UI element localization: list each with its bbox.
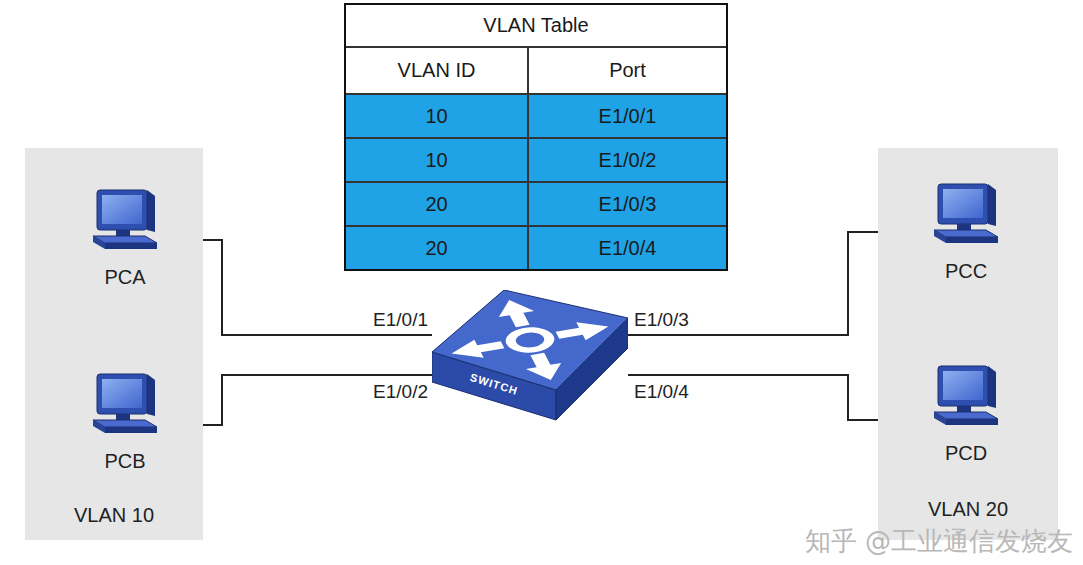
table-header: Port xyxy=(528,47,727,94)
pc-label: PCB xyxy=(65,450,185,473)
table-cell: E1/0/1 xyxy=(528,94,727,138)
pc-node: PCB xyxy=(85,370,165,478)
pc-icon xyxy=(926,180,1006,248)
table-cell: 10 xyxy=(345,94,528,138)
pc-node: PCA xyxy=(85,186,165,294)
table-title: VLAN Table xyxy=(345,4,727,47)
port-label: E1/0/1 xyxy=(356,309,428,331)
pc-label: PCC xyxy=(906,260,1026,283)
table-cell: E1/0/4 xyxy=(528,226,727,270)
network-cable xyxy=(165,375,432,425)
pc-icon xyxy=(85,370,165,438)
vlan-group: VLAN 20 PCC PCD xyxy=(878,148,1058,540)
port-label: E1/0/3 xyxy=(634,309,714,331)
vlan-label: VLAN 20 xyxy=(878,498,1058,521)
pc-icon xyxy=(85,186,165,254)
switch-shape xyxy=(432,290,628,432)
port-label: E1/0/2 xyxy=(356,381,428,403)
pc-icon xyxy=(926,362,1006,430)
pc-label: PCD xyxy=(906,442,1026,465)
vlan-group: VLAN 10 PCA PCB xyxy=(25,148,203,540)
table-cell: 10 xyxy=(345,138,528,182)
port-label: E1/0/4 xyxy=(634,381,714,403)
table-cell: 20 xyxy=(345,226,528,270)
table-header: VLAN ID xyxy=(345,47,528,94)
pc-node: PCD xyxy=(926,362,1006,470)
table-cell: E1/0/3 xyxy=(528,182,727,226)
table-cell: 20 xyxy=(345,182,528,226)
vlan-label: VLAN 10 xyxy=(25,504,203,527)
watermark: 知乎 @工业通信发烧友 xyxy=(728,524,1073,559)
switch-node: SWITCH xyxy=(432,290,628,432)
pc-node: PCC xyxy=(926,180,1006,288)
pc-label: PCA xyxy=(65,266,185,289)
table-cell: E1/0/2 xyxy=(528,138,727,182)
